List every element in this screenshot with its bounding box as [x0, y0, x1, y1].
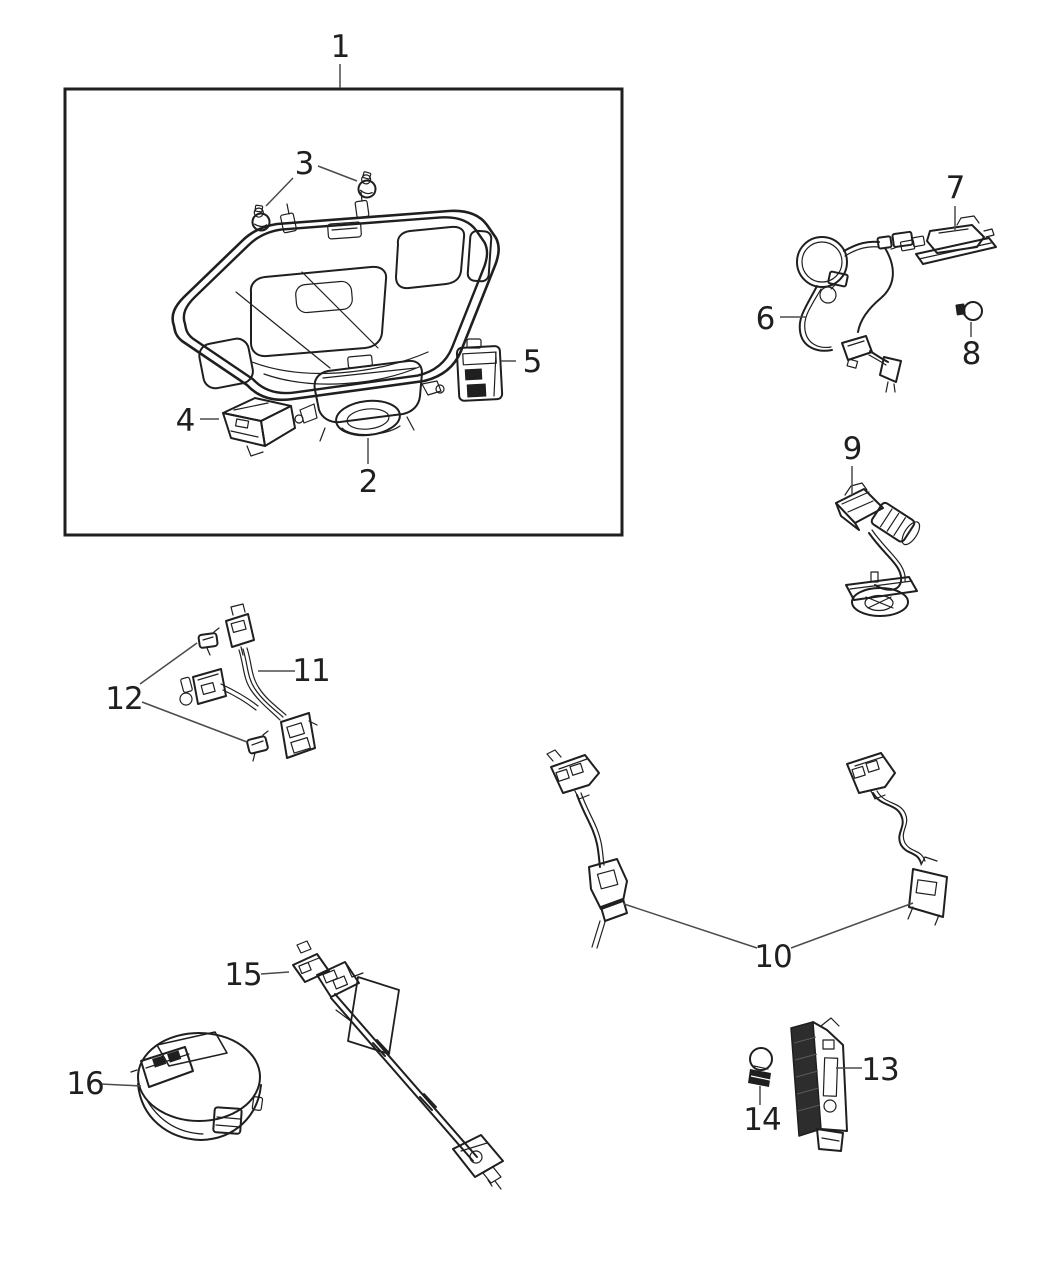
callout-14: 14 [743, 1086, 782, 1138]
part-1-boundary-box [63, 87, 624, 537]
part-10-harness-right-drawing [846, 752, 948, 926]
callout-9-label: 9 [843, 431, 862, 467]
callout-9: 9 [843, 431, 862, 495]
callout-4: 4 [176, 403, 219, 439]
callout-3-leader-right [317, 165, 358, 182]
callout-1-label: 1 [331, 29, 350, 65]
part-1-overhead-console-drawing [171, 191, 500, 402]
callout-3: 3 [265, 146, 358, 207]
callout-4-label: 4 [176, 403, 195, 439]
callout-11: 11 [258, 653, 331, 689]
callout-13: 13 [836, 1052, 900, 1088]
callout-15-label: 15 [224, 957, 261, 993]
callout-16-label: 16 [66, 1066, 103, 1102]
callout-7: 7 [946, 170, 965, 231]
callout-7-label: 7 [946, 170, 965, 206]
part-14-bulb-drawing [748, 1047, 773, 1087]
callout-2: 2 [359, 438, 378, 500]
callout-10-leader-right [790, 902, 914, 949]
part-13-module-drawing [790, 1017, 848, 1152]
callout-12-leader-upper [139, 642, 198, 685]
callout-12: 12 [105, 642, 248, 743]
part-10-harness-left-drawing [546, 749, 628, 949]
part-9-lamp-and-wiring-drawing [835, 482, 921, 617]
callout-16: 16 [66, 1066, 142, 1102]
callout-10: 10 [623, 902, 914, 975]
callout-1: 1 [331, 29, 350, 88]
part-6-wiring-harness-drawing [796, 230, 914, 393]
part-7-lamp-drawing [890, 215, 997, 265]
callout-6-label: 6 [756, 301, 775, 337]
callout-6: 6 [756, 301, 806, 337]
callout-11-label: 11 [292, 653, 329, 689]
callout-8: 8 [962, 322, 981, 372]
callout-13-label: 13 [861, 1052, 898, 1088]
callout-2-label: 2 [359, 464, 378, 500]
part-16-module-drawing [130, 1031, 264, 1141]
callout-3-label: 3 [295, 146, 314, 182]
part-15-harness-drawing [292, 940, 504, 1190]
part-2-lamp-unit-drawing [294, 354, 445, 442]
part-11-harness-drawing [179, 603, 318, 759]
part-8-bulb-drawing [955, 301, 983, 321]
callout-5-label: 5 [523, 344, 542, 380]
callout-16-leader [100, 1083, 142, 1087]
part-5-switch-drawing [455, 338, 504, 402]
callout-15-leader [260, 971, 290, 975]
callout-8-label: 8 [962, 336, 981, 372]
callout-14-label: 14 [743, 1102, 780, 1138]
callout-3-leader-left [265, 177, 294, 207]
callout-5: 5 [501, 344, 542, 380]
part-4-switch-drawing [222, 397, 296, 457]
callout-10-leader-left [623, 903, 758, 949]
callout-12-leader-lower [141, 701, 248, 743]
callout-10-label: 10 [754, 939, 791, 975]
callout-12-label: 12 [105, 681, 142, 717]
callout-15: 15 [224, 957, 290, 993]
part-12-clips-drawing [197, 627, 269, 762]
